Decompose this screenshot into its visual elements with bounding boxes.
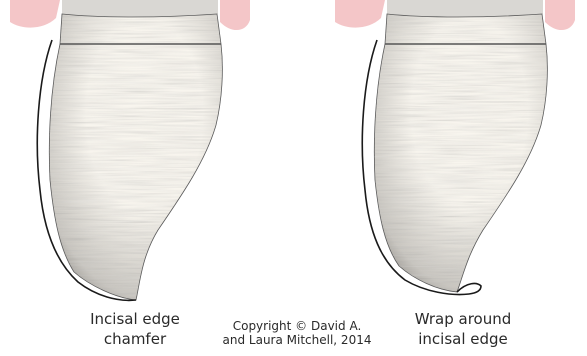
caption-incisal-edge-chamfer: Incisal edge chamfer	[60, 309, 210, 349]
copyright-notice: Copyright © David A. and Laura Mitchell,…	[212, 319, 382, 347]
gingiva-right-shape	[220, 0, 250, 30]
tooth-hatching	[365, 10, 555, 310]
tooth-diagram-wrap-around	[335, 0, 575, 310]
caption-line-1: Wrap around	[388, 309, 538, 329]
gingiva-hatching	[387, 0, 543, 17]
gingiva-left-shape	[10, 0, 60, 28]
gingiva-left-shape	[335, 0, 385, 28]
caption-line-2: chamfer	[60, 329, 210, 349]
gingiva-hatching	[62, 0, 218, 17]
copyright-line-2: and Laura Mitchell, 2014	[212, 333, 382, 347]
caption-line-1: Incisal edge	[60, 309, 210, 329]
caption-wrap-around-incisal-edge: Wrap around incisal edge	[388, 309, 538, 349]
copyright-line-1: Copyright © David A.	[212, 319, 382, 333]
tooth-diagram-chamfer	[10, 0, 250, 310]
tooth-hatching	[40, 10, 230, 310]
gingiva-right-shape	[545, 0, 575, 30]
caption-line-2: incisal edge	[388, 329, 538, 349]
